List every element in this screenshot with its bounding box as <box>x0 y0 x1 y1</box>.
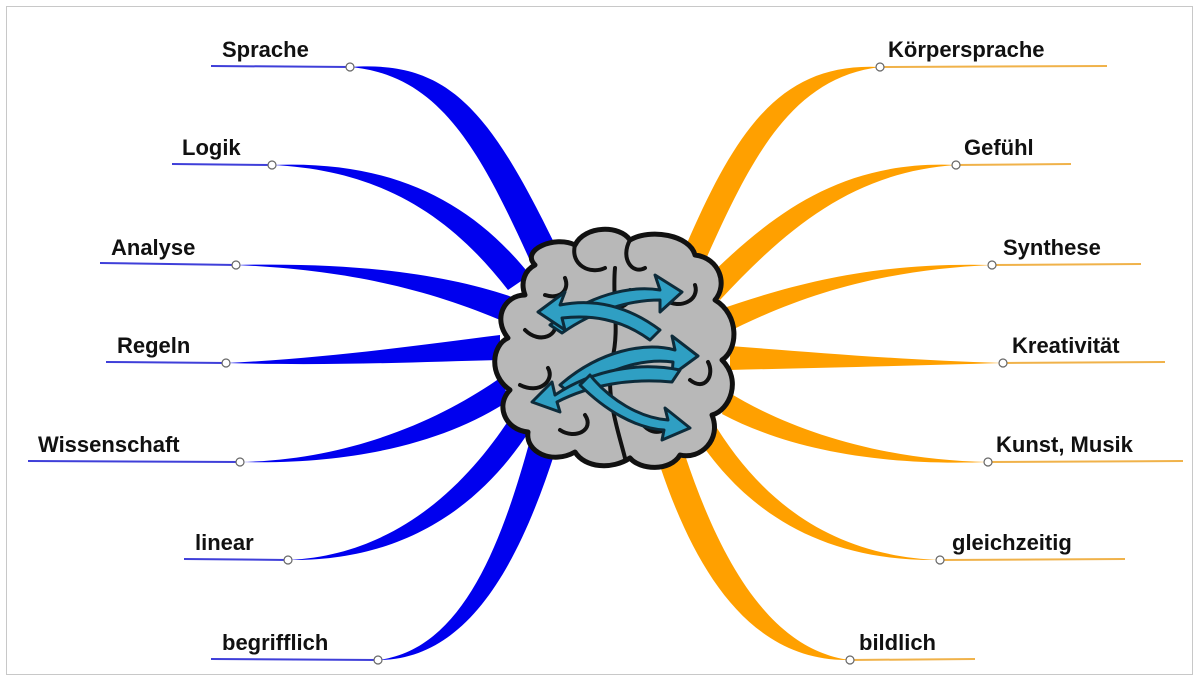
branch-synthese-curve <box>712 265 992 335</box>
branch-gefuehl-label: Gefühl <box>964 135 1034 160</box>
branch-gleichzeitig-underline <box>940 559 1125 560</box>
branch-gleichzeitig-label: gleichzeitig <box>952 530 1072 555</box>
branch-kunst-musik-underline <box>988 461 1183 462</box>
branch-synthese-node <box>988 261 996 269</box>
branch-linear-node <box>284 556 292 564</box>
branch-kreativitaet: Kreativität <box>730 333 1165 370</box>
branch-regeln-curve <box>226 335 500 364</box>
branch-gefuehl-node <box>952 161 960 169</box>
branch-koerpersprache-label: Körpersprache <box>888 37 1045 62</box>
branch-synthese: Synthese <box>712 235 1141 335</box>
branch-kunst-musik: Kunst, Musik <box>722 392 1183 466</box>
branch-begrifflich: begrifflich <box>211 440 555 664</box>
branch-sprache: Sprache <box>211 37 560 265</box>
branch-kreativitaet-curve <box>730 346 1003 370</box>
branch-sprache-curve <box>350 66 560 265</box>
branch-sprache-label: Sprache <box>222 37 309 62</box>
branch-analyse-label: Analyse <box>111 235 195 260</box>
branch-gefuehl-underline <box>956 164 1071 165</box>
branch-synthese-label: Synthese <box>1003 235 1101 260</box>
branch-gleichzeitig-node <box>936 556 944 564</box>
branch-kreativitaet-label: Kreativität <box>1012 333 1120 358</box>
branch-logik-label: Logik <box>182 135 241 160</box>
branch-wissenschaft: Wissenschaft <box>28 378 510 466</box>
branch-logik-node <box>268 161 276 169</box>
branch-bildlich-node <box>846 656 854 664</box>
branch-sprache-underline <box>211 66 350 67</box>
branch-koerpersprache-node <box>876 63 884 71</box>
branch-bildlich-underline <box>850 659 975 660</box>
branch-analyse-curve <box>236 265 515 322</box>
branch-kunst-musik-label: Kunst, Musik <box>996 432 1134 457</box>
branch-logik: Logik <box>172 135 530 290</box>
branch-regeln-node <box>222 359 230 367</box>
branch-koerpersprache-underline <box>880 66 1107 67</box>
branch-kreativitaet-node <box>999 359 1007 367</box>
branch-linear-underline <box>184 559 288 560</box>
branch-kreativitaet-underline <box>1003 362 1165 363</box>
branch-begrifflich-underline <box>211 659 378 660</box>
branch-begrifflich-label: begrifflich <box>222 630 328 655</box>
branch-begrifflich-node <box>374 656 382 664</box>
branch-kunst-musik-curve <box>722 392 988 463</box>
brain-icon <box>495 229 734 467</box>
branch-sprache-node <box>346 63 354 71</box>
branch-begrifflich-curve <box>378 440 555 660</box>
branch-logik-underline <box>172 164 272 165</box>
branch-logik-curve <box>272 165 530 290</box>
branch-wissenschaft-curve <box>240 378 510 462</box>
branch-analyse-underline <box>100 263 236 265</box>
branch-linear-label: linear <box>195 530 254 555</box>
branch-koerpersprache: Körpersprache <box>682 37 1107 268</box>
branch-analyse: Analyse <box>100 235 515 322</box>
branch-wissenschaft-underline <box>28 461 240 462</box>
branch-bildlich-label: bildlich <box>859 630 936 655</box>
branch-kunst-musik-node <box>984 458 992 466</box>
branch-wissenschaft-label: Wissenschaft <box>38 432 180 457</box>
branch-analyse-node <box>232 261 240 269</box>
branch-linear: linear <box>184 415 530 564</box>
branch-regeln: Regeln <box>106 333 500 367</box>
branch-wissenschaft-node <box>236 458 244 466</box>
branch-synthese-underline <box>992 264 1141 265</box>
branch-regeln-underline <box>106 362 226 363</box>
branch-regeln-label: Regeln <box>117 333 190 358</box>
